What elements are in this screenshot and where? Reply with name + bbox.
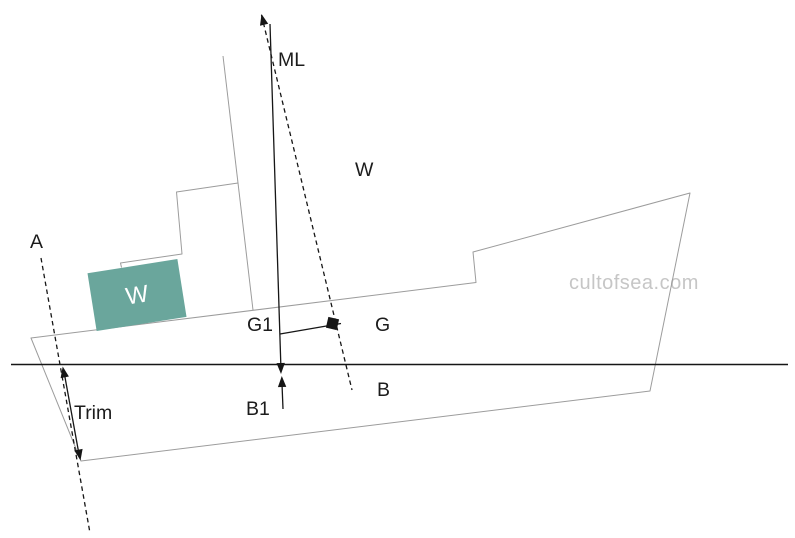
label-g: G [375, 314, 390, 336]
label-w-force: W [355, 159, 374, 181]
weight-box-group: W [87, 259, 187, 332]
label-trim: Trim [74, 402, 112, 424]
buoyancy-vertical-line [281, 383, 284, 410]
label-a: A [30, 231, 43, 253]
label-g1: G1 [247, 314, 273, 336]
superstructure-outline [120, 182, 239, 268]
ship-hull-outline [30, 192, 691, 462]
buoyancy-line-up-arrowhead [277, 376, 287, 388]
weight-box [87, 259, 187, 332]
label-b1: B1 [246, 398, 270, 420]
trim-double-arrow-line [62, 368, 81, 458]
gravity-line-down-arrowhead [276, 362, 285, 374]
watermark-text: cultofsea.com [569, 272, 699, 294]
trim-arrow-top-arrowhead [60, 366, 69, 379]
trim-arrow-bottom-arrowhead [74, 448, 83, 461]
weight-box-label: W [124, 280, 151, 310]
gravity-vertical-line [269, 23, 282, 365]
g-point-marker [325, 316, 340, 331]
label-b: B [377, 379, 390, 401]
metacentre-line-arrowhead [260, 14, 269, 26]
label-ml: ML [278, 49, 305, 71]
aft-perpendicular-dashed-line [40, 257, 91, 534]
